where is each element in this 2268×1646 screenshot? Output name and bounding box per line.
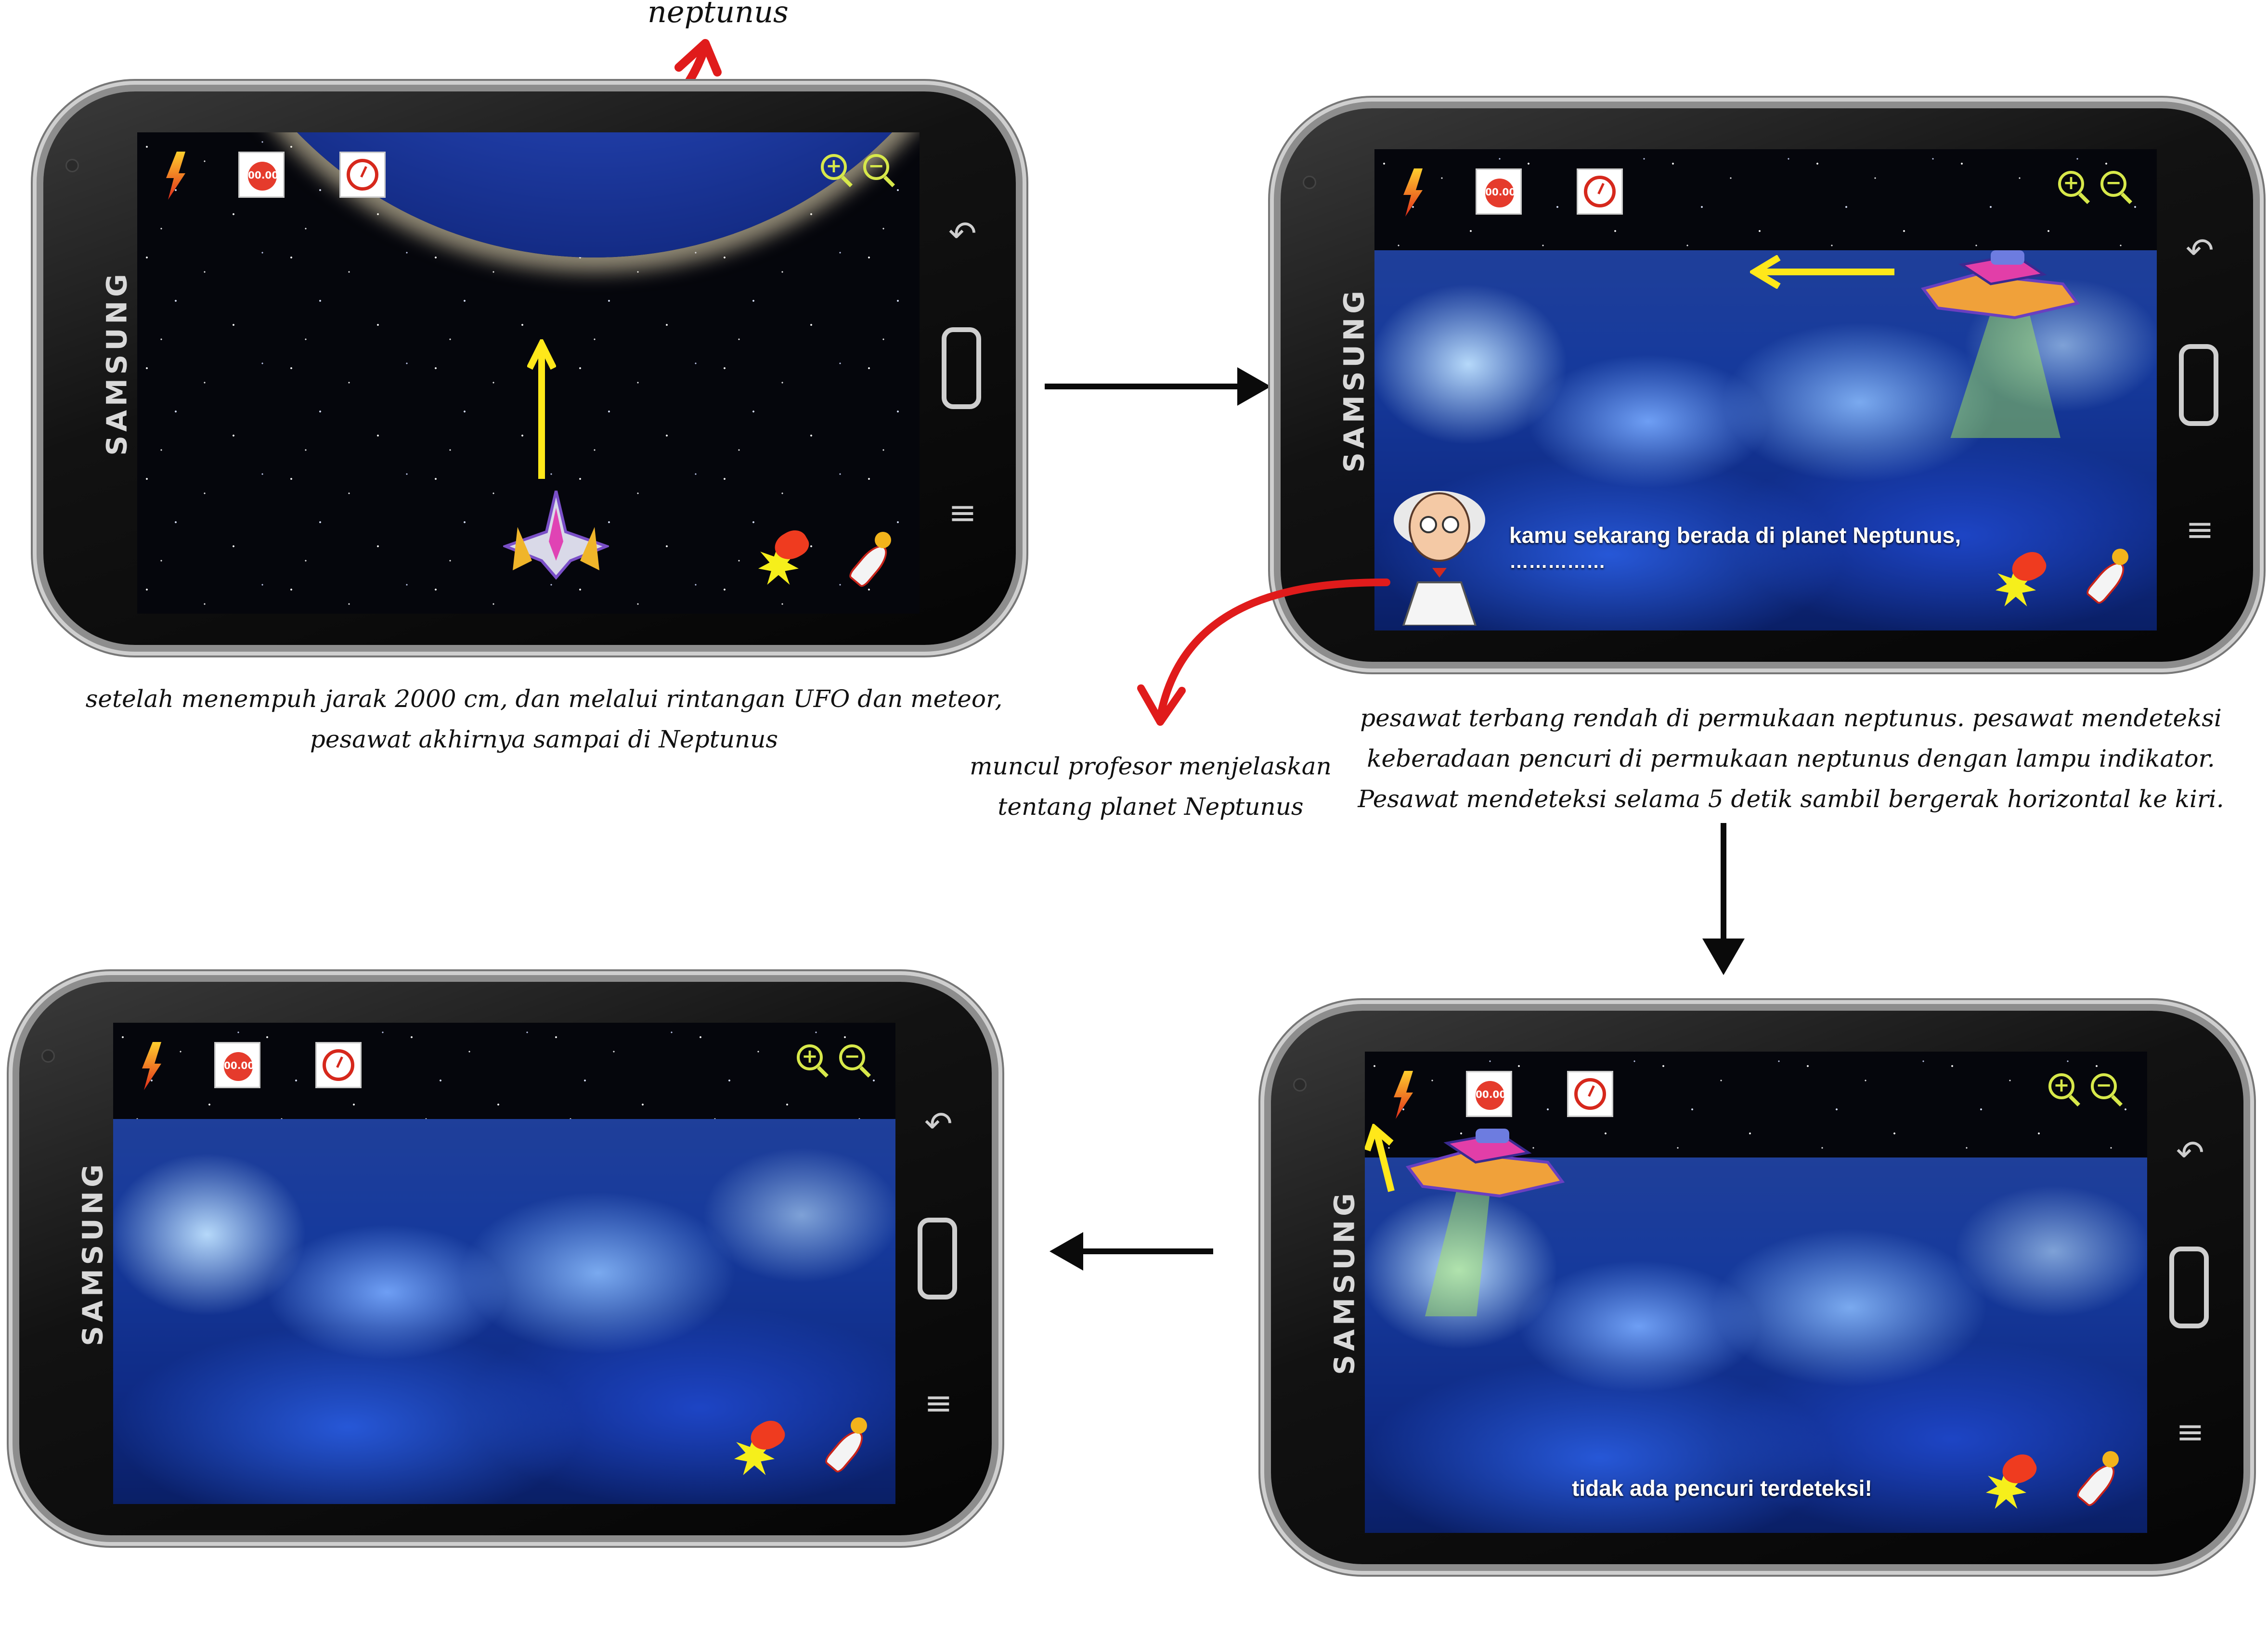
timer-icon: 00.00	[1466, 1071, 1512, 1117]
speedometer-icon	[1567, 1071, 1613, 1117]
menu-icon[interactable]: ≡	[2176, 1412, 2204, 1452]
brand-logo: SAMSUNG	[100, 270, 133, 456]
game-screen[interactable]: 00.00 + − kamu sekarang berada di planet…	[1374, 149, 2157, 630]
flow-arrow-down	[1721, 823, 1726, 948]
back-icon[interactable]: ↶	[924, 1104, 953, 1144]
professor-character	[1394, 491, 1485, 626]
fire-burst-icon[interactable]	[734, 1415, 792, 1475]
zoom-in-icon[interactable]: +	[2058, 171, 2084, 197]
fire-burst-icon[interactable]	[1986, 1449, 2044, 1509]
timer-icon: 00.00	[214, 1042, 260, 1088]
rocket-icon[interactable]	[2084, 549, 2135, 606]
planet-label: neptunus	[648, 0, 789, 29]
fire-burst-icon[interactable]	[1996, 547, 2053, 606]
zoom-out-icon[interactable]: −	[863, 154, 889, 180]
brand-logo: SAMSUNG	[76, 1160, 109, 1346]
brand-logo: SAMSUNG	[1337, 287, 1371, 473]
home-button[interactable]	[918, 1218, 957, 1299]
front-camera	[1293, 1078, 1307, 1092]
zoom-out-icon[interactable]: −	[2091, 1073, 2117, 1099]
flow-arrow-right	[1045, 384, 1247, 389]
detection-result-text: tidak ada pencuri terdeteksi!	[1572, 1476, 1872, 1501]
timer-icon: 00.00	[238, 152, 285, 198]
back-icon[interactable]: ↶	[2186, 231, 2214, 270]
brand-logo: SAMSUNG	[1328, 1189, 1361, 1375]
fire-burst-icon[interactable]	[758, 525, 816, 585]
zoom-in-icon[interactable]: +	[2048, 1073, 2074, 1099]
timer-icon: 00.00	[1476, 168, 1522, 215]
game-screen[interactable]: 00.00 + −	[137, 132, 920, 614]
caption-professor: muncul profesor menjelaskan tentang plan…	[970, 752, 1332, 821]
front-camera	[41, 1049, 55, 1063]
phone-1: SAMSUNG ↶ ≡ 00.00 + −	[43, 91, 1016, 645]
caption-step2: pesawat terbang rendah di permukaan nept…	[1358, 704, 2224, 813]
hover-ship	[1405, 1129, 1565, 1316]
home-button[interactable]	[2169, 1247, 2209, 1328]
yellow-left-arrow	[1750, 255, 1894, 289]
front-camera	[65, 159, 79, 172]
game-screen[interactable]: 00.00 + − tidak ada pencuri terdeteksi!	[1365, 1052, 2147, 1533]
home-button[interactable]	[2179, 344, 2218, 426]
professor-dialog-line1: kamu sekarang berada di planet Neptunus,	[1509, 523, 1961, 548]
caption-step1: setelah menempuh jarak 2000 cm, dan mela…	[85, 685, 1003, 753]
yellow-up-arrow	[527, 339, 556, 479]
zoom-in-icon[interactable]: +	[797, 1044, 823, 1070]
zoom-out-icon[interactable]: −	[2100, 171, 2126, 197]
menu-icon[interactable]: ≡	[2186, 510, 2214, 549]
zoom-in-icon[interactable]: +	[821, 154, 847, 180]
professor-dialog-line2: ……………	[1509, 551, 1606, 572]
flow-arrow-left-head	[1050, 1232, 1083, 1271]
spaceship	[503, 490, 609, 580]
flow-arrow-down-head	[1702, 939, 1745, 975]
phone-3: SAMSUNG ↶ ≡ 00.00 + − tidak ada pencuri …	[1271, 1011, 2243, 1564]
speedometer-icon	[339, 152, 386, 198]
back-icon[interactable]: ↶	[948, 214, 977, 253]
zoom-out-icon[interactable]: −	[839, 1044, 865, 1070]
speedometer-icon	[315, 1042, 362, 1088]
rocket-icon[interactable]	[847, 532, 898, 590]
menu-icon[interactable]: ≡	[948, 493, 977, 532]
front-camera	[1303, 176, 1316, 189]
phone-2: SAMSUNG ↶ ≡ 00.00 + − kamu sekarang bera	[1281, 108, 2253, 662]
hover-ship	[1920, 250, 2080, 438]
speedometer-icon	[1577, 168, 1623, 215]
rocket-icon[interactable]	[823, 1417, 874, 1475]
back-icon[interactable]: ↶	[2176, 1133, 2204, 1172]
home-button[interactable]	[942, 327, 981, 409]
flow-arrow-right-head	[1237, 367, 1271, 406]
rocket-icon[interactable]	[2074, 1451, 2125, 1509]
yellow-diagonal-arrow	[1365, 1124, 1395, 1192]
flow-arrow-left	[1078, 1248, 1213, 1254]
red-annotation-arrow-professor	[1137, 579, 1390, 726]
phone-4: SAMSUNG ↶ ≡ 00.00 + −	[19, 982, 992, 1535]
game-screen[interactable]: 00.00 + −	[113, 1023, 895, 1504]
menu-icon[interactable]: ≡	[924, 1383, 953, 1423]
